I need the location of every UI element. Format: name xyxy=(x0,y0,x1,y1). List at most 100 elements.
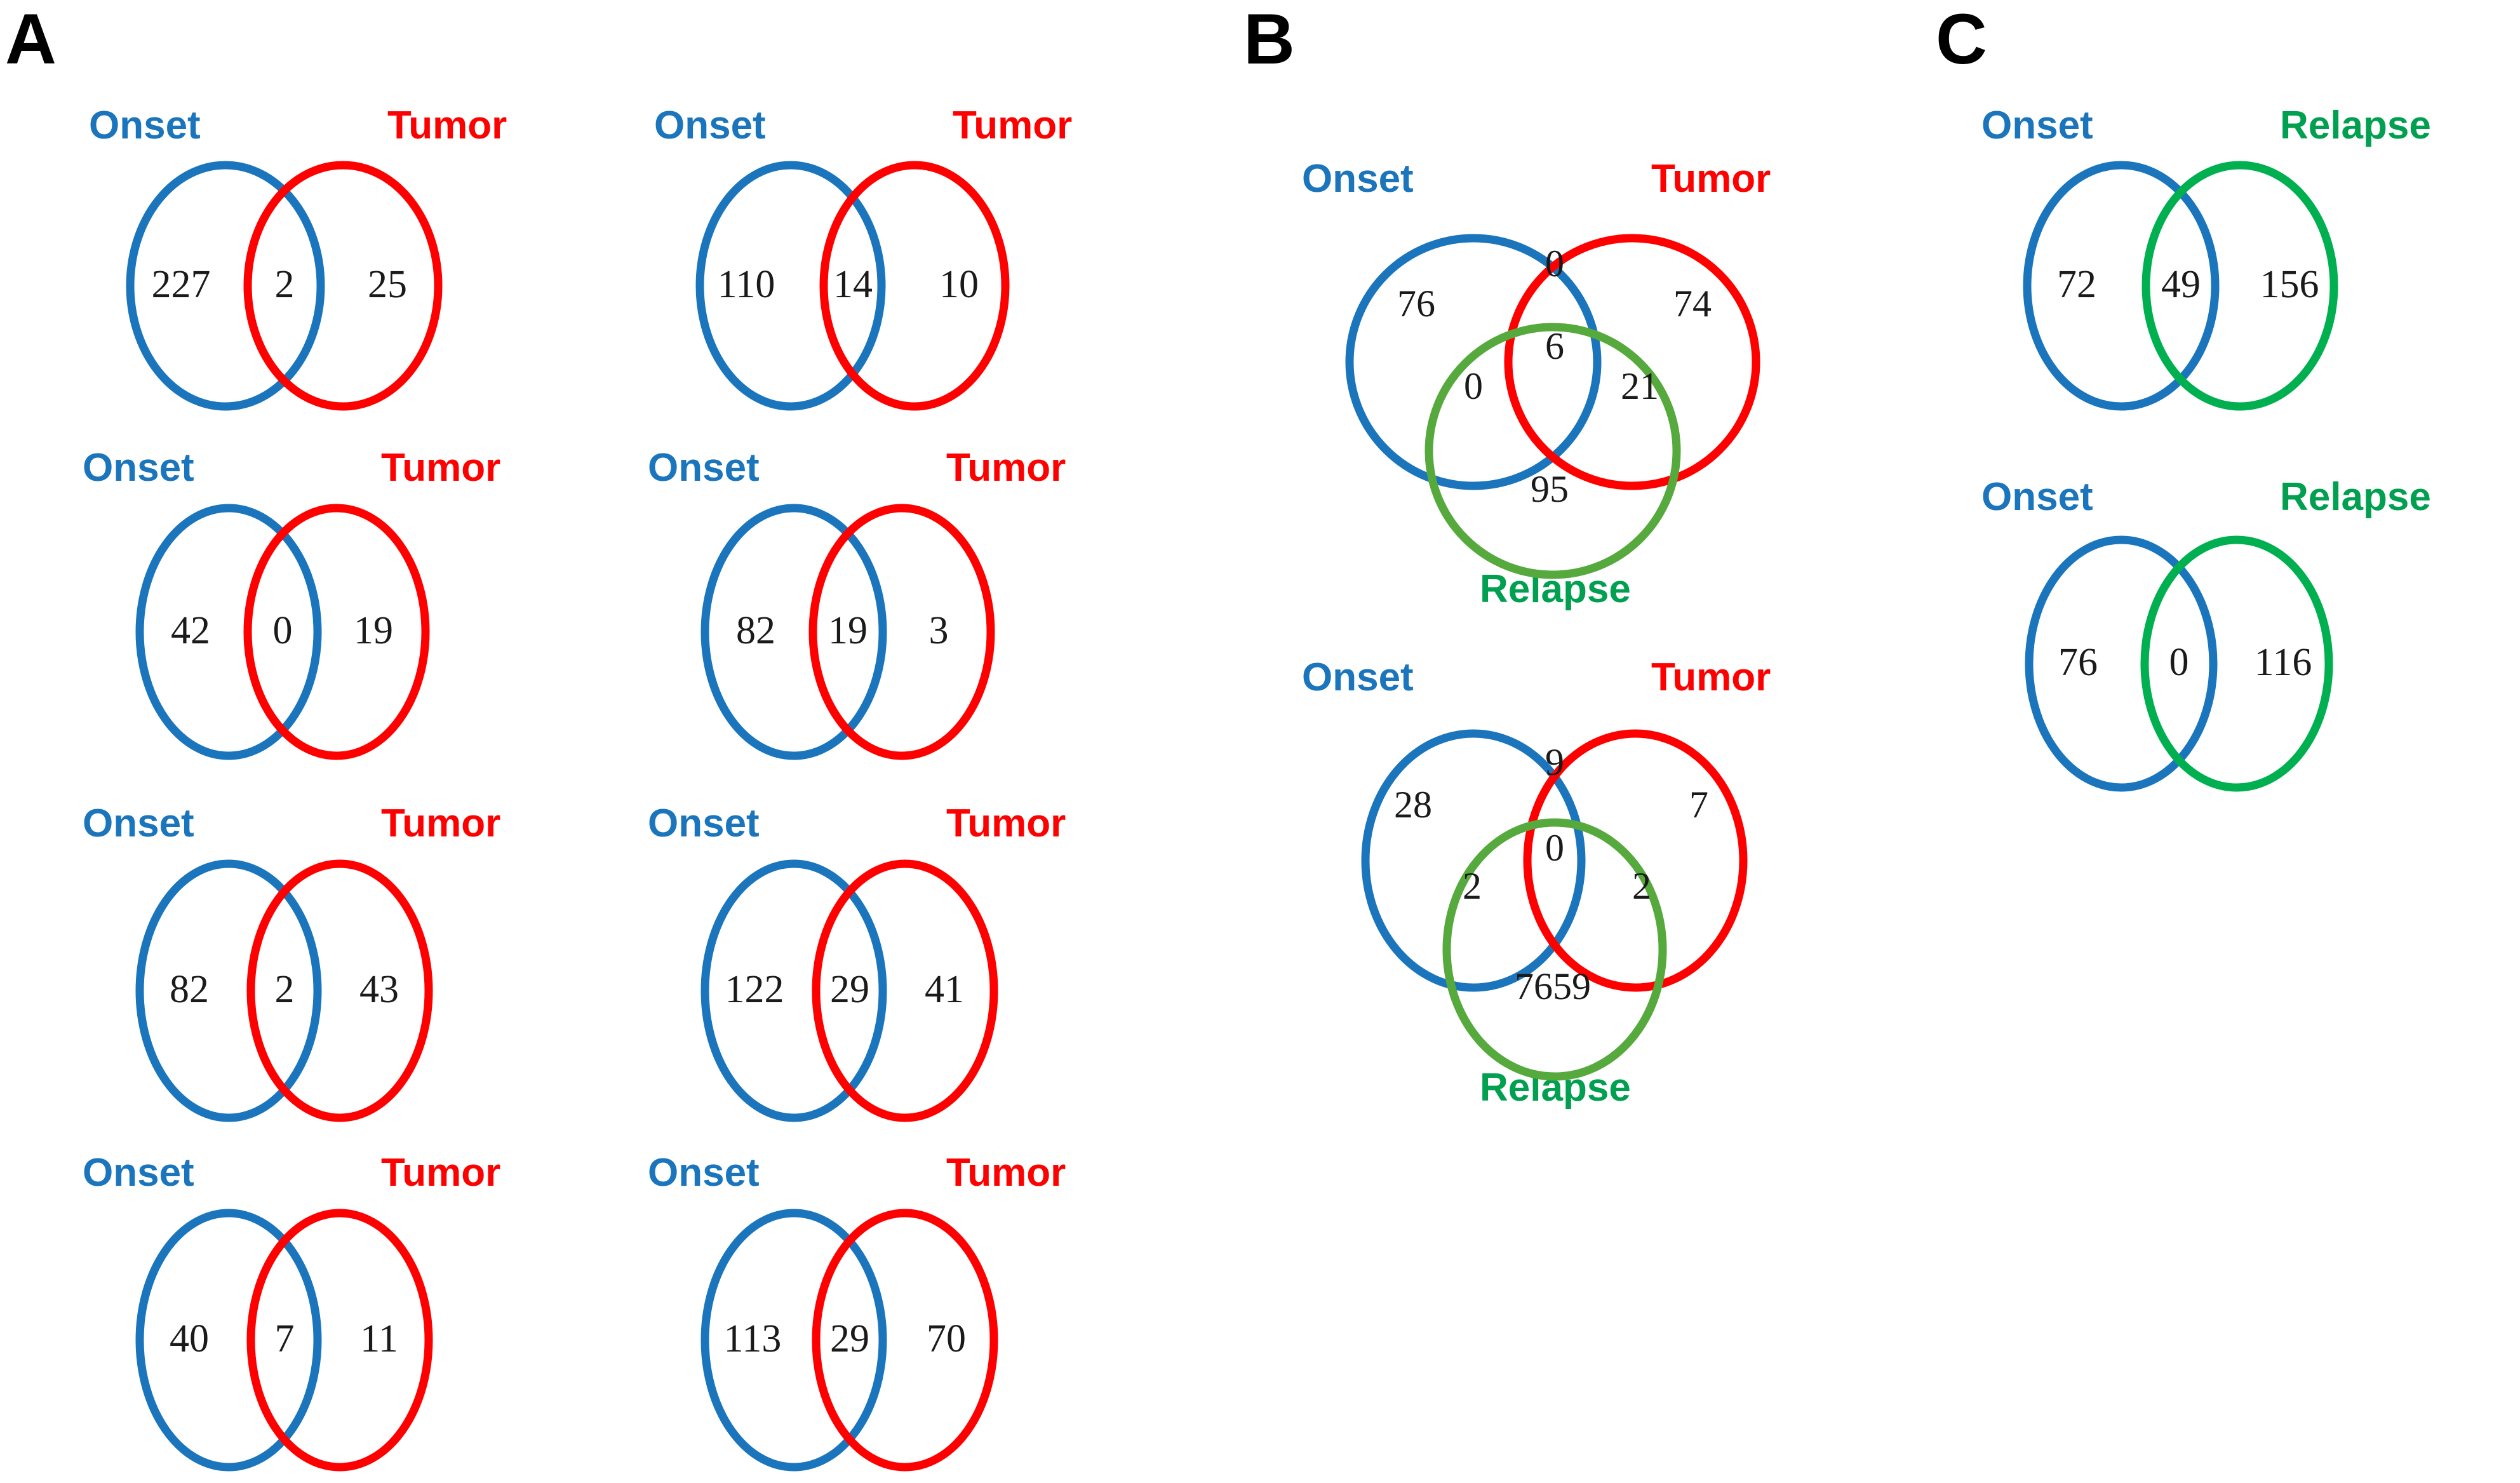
count-onset-only: 227 xyxy=(152,263,211,306)
count-intersection: 29 xyxy=(830,968,869,1011)
count-tumor-only: 41 xyxy=(925,968,964,1011)
count-tumor-only: 25 xyxy=(368,263,407,306)
count-relapse-only: 95 xyxy=(1531,468,1569,510)
set-label-tumor: Tumor xyxy=(946,1151,1066,1195)
tumor-ellipse xyxy=(1523,729,1748,992)
onset-ellipse xyxy=(1361,729,1586,992)
count-onset-only: 76 xyxy=(1397,283,1435,325)
count-onset-only: 40 xyxy=(170,1317,209,1360)
set-label-onset: Onset xyxy=(654,104,766,147)
count-intersection: 0 xyxy=(2169,641,2189,684)
venn-a-1: Onset Tumor 227 2 25 xyxy=(70,95,578,426)
count-onset-only: 113 xyxy=(724,1317,782,1360)
count-tumor-only: 7 xyxy=(1689,784,1708,826)
count-intersection: 29 xyxy=(830,1317,869,1360)
set-label-onset: Onset xyxy=(1302,655,1414,699)
venn-c-1: Onset Relapse 72 49 156 xyxy=(1962,95,2509,432)
set-label-onset: Onset xyxy=(648,446,760,490)
count-onset-only: 82 xyxy=(736,609,775,652)
count-onset-only: 76 xyxy=(2058,641,2098,684)
set-label-onset: Onset xyxy=(1981,475,2093,519)
count-intersection: 14 xyxy=(833,263,873,306)
relapse-ellipse xyxy=(2141,161,2338,411)
set-label-tumor: Tumor xyxy=(381,802,500,845)
set-label-tumor: Tumor xyxy=(381,446,500,490)
count-intersection: 0 xyxy=(273,609,293,652)
count-onset-only: 122 xyxy=(725,968,784,1011)
set-label-tumor: Tumor xyxy=(1651,655,1771,699)
count-intersection: 19 xyxy=(828,609,868,652)
venn-a-3: Onset Tumor 42 0 19 xyxy=(70,441,578,772)
count-tumor-relapse: 2 xyxy=(1632,865,1651,907)
onset-ellipse xyxy=(695,161,886,411)
set-label-tumor: Tumor xyxy=(953,104,1072,147)
count-onset-relapse: 2 xyxy=(1463,865,1482,907)
set-label-onset: Onset xyxy=(83,446,194,490)
count-all-three: 6 xyxy=(1545,325,1564,367)
relapse-ellipse xyxy=(2140,535,2333,792)
venn-b-1: Onset Tumor Relapse 76 74 0 6 0 21 95 xyxy=(1289,146,1861,616)
count-tumor-only: 70 xyxy=(927,1317,966,1360)
count-onset-only: 82 xyxy=(170,968,209,1011)
onset-ellipse xyxy=(2023,161,2220,411)
set-label-onset: Onset xyxy=(83,802,194,845)
count-intersection: 49 xyxy=(2161,263,2201,306)
set-label-relapse: Relapse xyxy=(1480,1066,1631,1110)
venn-a-7: Onset Tumor 40 7 11 xyxy=(70,1146,578,1483)
set-label-tumor: Tumor xyxy=(1651,157,1771,201)
count-onset-relapse: 0 xyxy=(1464,365,1483,407)
set-label-onset: Onset xyxy=(83,1151,194,1195)
onset-ellipse xyxy=(700,1209,887,1472)
onset-ellipse xyxy=(126,161,325,411)
panel-letter-b: B xyxy=(1243,0,1295,79)
count-tumor-only: 10 xyxy=(939,263,979,306)
venn-a-6: Onset Tumor 122 29 41 xyxy=(635,797,1143,1127)
tumor-ellipse xyxy=(812,859,998,1122)
count-onset-tumor: 9 xyxy=(1545,741,1564,783)
onset-ellipse xyxy=(135,859,322,1122)
count-intersection: 2 xyxy=(275,263,295,306)
venn-a-8: Onset Tumor 113 29 70 xyxy=(635,1146,1143,1483)
set-label-relapse: Relapse xyxy=(2280,104,2431,147)
set-label-tumor: Tumor xyxy=(946,446,1066,490)
set-label-onset: Onset xyxy=(89,104,201,147)
count-onset-only: 72 xyxy=(2057,263,2096,306)
relapse-circle xyxy=(1424,323,1681,579)
set-label-tumor: Tumor xyxy=(387,104,507,147)
venn-a-4: Onset Tumor 82 19 3 xyxy=(635,441,1143,772)
set-label-onset: Onset xyxy=(1302,157,1414,201)
set-label-onset: Onset xyxy=(648,1151,760,1195)
tumor-ellipse xyxy=(243,161,443,411)
tumor-ellipse xyxy=(246,1209,433,1472)
count-onset-only: 42 xyxy=(171,609,210,652)
venn-c-2: Onset Relapse 76 0 116 xyxy=(1962,467,2509,803)
tumor-ellipse xyxy=(246,859,433,1122)
venn-a-2: Onset Tumor 110 14 10 xyxy=(635,95,1143,426)
venn-b-2: Onset Tumor Relapse 28 7 9 0 2 2 7659 xyxy=(1289,645,1861,1115)
count-tumor-only: 3 xyxy=(929,609,949,652)
tumor-circle xyxy=(1504,234,1760,490)
tumor-ellipse xyxy=(808,504,995,760)
tumor-ellipse xyxy=(812,1209,998,1472)
count-relapse-only: 116 xyxy=(2255,641,2312,684)
count-onset-only: 28 xyxy=(1394,784,1432,826)
onset-ellipse xyxy=(700,859,887,1122)
count-relapse-only: 156 xyxy=(2260,263,2319,306)
onset-ellipse xyxy=(135,504,322,760)
count-intersection: 7 xyxy=(275,1317,295,1360)
set-label-tumor: Tumor xyxy=(946,802,1066,845)
onset-ellipse xyxy=(700,504,887,760)
count-tumor-only: 19 xyxy=(354,609,393,652)
count-all-three: 0 xyxy=(1545,827,1564,869)
count-onset-only: 110 xyxy=(718,263,775,306)
set-label-onset: Onset xyxy=(1981,104,2093,147)
count-tumor-only: 74 xyxy=(1673,283,1712,325)
set-label-tumor: Tumor xyxy=(381,1151,500,1195)
relapse-ellipse xyxy=(1442,818,1667,1081)
count-intersection: 2 xyxy=(275,968,295,1011)
count-tumor-only: 43 xyxy=(359,968,399,1011)
count-onset-tumor: 0 xyxy=(1545,243,1564,285)
count-tumor-only: 11 xyxy=(360,1317,398,1360)
panel-letter-a: A xyxy=(5,0,57,79)
